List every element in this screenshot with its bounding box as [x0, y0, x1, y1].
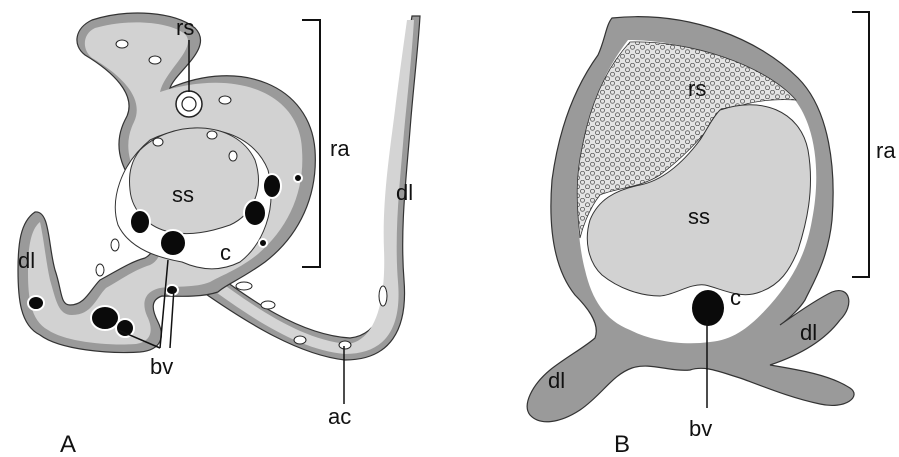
label-ra-b: ra: [876, 138, 896, 163]
panel-b: rs ra ss c dl dl bv B: [527, 12, 896, 457]
label-c-a: c: [220, 240, 231, 265]
label-dl-left-b: dl: [548, 368, 565, 393]
panel-label-a: A: [60, 431, 76, 457]
label-ss-a: ss: [172, 182, 194, 207]
label-ss-b: ss: [688, 204, 710, 229]
label-dl-right-b: dl: [800, 320, 817, 345]
label-ra-a: ra: [330, 136, 350, 161]
label-rs-b: rs: [688, 76, 706, 101]
panel-label-b: B: [614, 431, 630, 457]
label-dl-left-a: dl: [18, 248, 35, 273]
label-dl-right-a: dl: [396, 180, 413, 205]
label-bv-a: bv: [150, 354, 173, 379]
label-c-b: c: [730, 285, 741, 310]
panel-a: rs ra ss c dl dl bv ac A: [18, 13, 420, 457]
bracket-ra-b: [852, 12, 869, 277]
label-rs-a: rs: [176, 15, 194, 40]
blood-vessel-b: [692, 290, 724, 326]
label-ac-a: ac: [328, 404, 351, 429]
label-bv-b: bv: [689, 416, 712, 441]
